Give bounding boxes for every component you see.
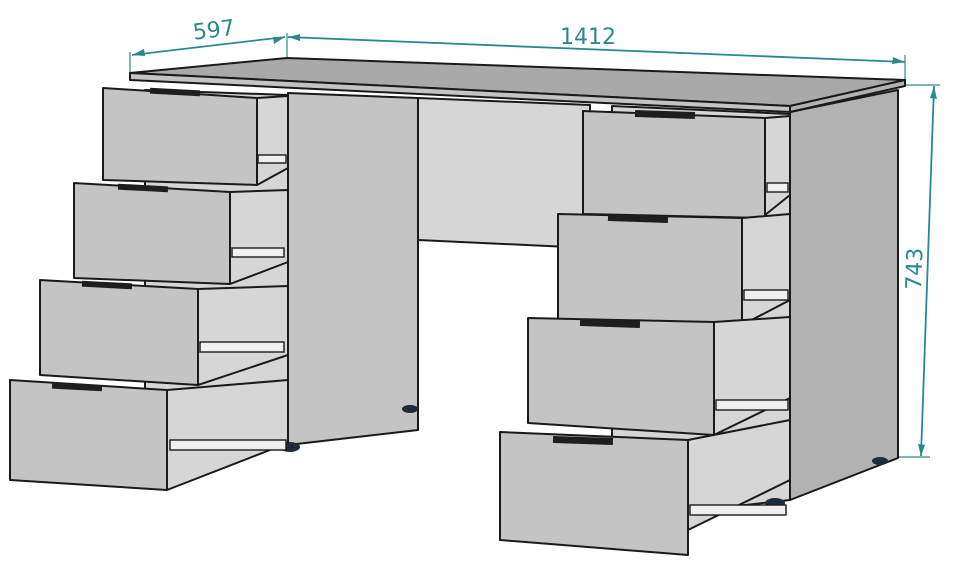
foot: [872, 457, 888, 465]
drawer-handle[interactable]: [552, 435, 614, 446]
drawer-handle[interactable]: [579, 318, 641, 329]
right-pedestal-side: [789, 89, 899, 501]
dimension-height: 743: [895, 84, 940, 458]
drawer-handle[interactable]: [81, 280, 133, 290]
left-drawer-4[interactable]: [9, 379, 289, 491]
dimension-depth: 597: [129, 16, 288, 80]
left-drawer-1[interactable]: [102, 87, 289, 186]
right-drawer-1[interactable]: [582, 109, 791, 219]
drawer-handle[interactable]: [149, 87, 201, 97]
dimension-width: 1412: [287, 25, 906, 85]
left-drawer-2[interactable]: [73, 182, 289, 285]
drawer-handle[interactable]: [117, 183, 169, 193]
right-drawer-2[interactable]: [557, 213, 791, 326]
desk-top: [129, 57, 906, 113]
right-drawer-3[interactable]: [527, 316, 791, 436]
left-drawer-3[interactable]: [39, 279, 289, 386]
dimension-height-label: 743: [902, 247, 928, 290]
drawer-handle[interactable]: [51, 382, 103, 392]
right-drawer-4[interactable]: [499, 419, 791, 556]
dimension-width-label: 1412: [560, 25, 616, 50]
drawer-handle[interactable]: [607, 213, 669, 224]
dimension-depth-label: 597: [192, 16, 237, 46]
drawer-handle[interactable]: [634, 109, 696, 120]
left-pedestal-side: [287, 92, 419, 446]
foot: [402, 405, 418, 413]
